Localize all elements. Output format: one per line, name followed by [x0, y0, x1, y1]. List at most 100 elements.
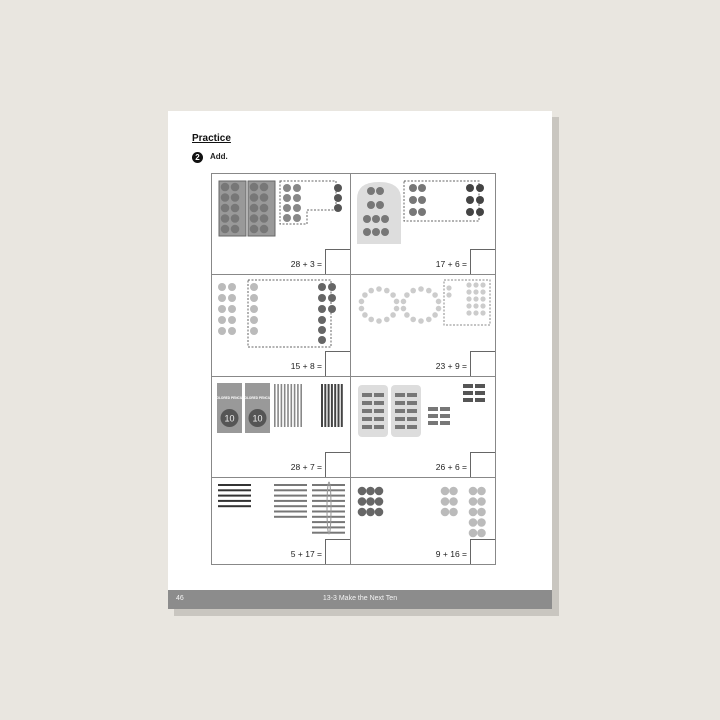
pencils-icon — [218, 481, 345, 535]
pencil-box-count: 10 — [224, 414, 234, 424]
pencil — [287, 384, 289, 427]
ball — [449, 486, 458, 496]
bead — [432, 292, 438, 298]
candy — [440, 414, 450, 418]
strawberry — [466, 184, 474, 192]
apple — [220, 193, 230, 202]
candy — [463, 384, 473, 388]
candy — [475, 384, 485, 388]
answer-box[interactable] — [325, 351, 350, 376]
strawberry — [367, 187, 375, 195]
apple — [230, 203, 240, 213]
badge — [220, 409, 239, 427]
section-heading: Practice — [192, 133, 231, 144]
apple — [283, 214, 291, 222]
cookie — [250, 283, 258, 291]
strawberry — [381, 215, 389, 223]
strawberry — [476, 208, 484, 216]
apple — [293, 204, 301, 212]
apples-icon — [218, 180, 342, 237]
bead — [480, 303, 486, 309]
strawberry — [476, 196, 484, 204]
apple — [259, 224, 269, 234]
apple — [230, 182, 240, 192]
pencil — [274, 384, 276, 427]
strawberry — [363, 228, 371, 236]
pencil — [274, 499, 307, 502]
apple — [283, 184, 291, 192]
bead — [480, 289, 486, 295]
strawberry — [418, 184, 426, 192]
answer-box[interactable] — [470, 539, 495, 564]
pencil — [312, 521, 345, 524]
apple — [249, 214, 259, 223]
strawberry — [367, 201, 375, 209]
candy — [374, 425, 384, 429]
ball — [477, 486, 486, 496]
strawberry — [372, 215, 380, 223]
ball — [440, 497, 450, 506]
answer-box[interactable] — [470, 249, 495, 274]
answer-box[interactable] — [470, 351, 495, 376]
bead — [376, 286, 382, 292]
bead — [466, 310, 472, 316]
candy — [374, 417, 384, 421]
workbook-page: Practice 2 Add. 28 + 3 = 17 + 6 = 15 + 8… — [168, 111, 552, 609]
rubber-band — [326, 481, 332, 535]
candy — [362, 409, 372, 413]
bead — [376, 318, 382, 324]
candy — [440, 407, 450, 411]
pencil — [324, 384, 327, 427]
bead — [410, 287, 416, 294]
ball — [357, 507, 367, 517]
bead — [404, 292, 410, 298]
ball — [357, 497, 367, 506]
apple — [220, 224, 230, 234]
candy — [362, 393, 372, 397]
pencil — [290, 384, 293, 427]
bead — [362, 312, 368, 318]
answer-box[interactable] — [325, 452, 350, 477]
apple — [249, 182, 259, 192]
bead — [435, 298, 442, 305]
cookie — [218, 283, 226, 291]
ball — [374, 497, 384, 506]
pencil — [321, 384, 323, 427]
apple — [220, 214, 230, 223]
jar — [391, 385, 421, 437]
strawberry — [363, 215, 371, 223]
ball — [468, 497, 478, 506]
answer-box[interactable] — [470, 452, 495, 477]
candy — [395, 425, 405, 429]
bead — [384, 316, 390, 323]
bead — [473, 296, 479, 302]
bead — [368, 316, 374, 323]
pencil — [274, 510, 307, 513]
cookie — [328, 283, 336, 291]
apple — [249, 224, 259, 234]
apple — [334, 184, 342, 192]
equation: 15 + 8 = — [290, 361, 322, 371]
ball — [449, 497, 458, 506]
strawberry — [376, 187, 384, 195]
answer-box[interactable] — [325, 539, 350, 564]
answer-box[interactable] — [325, 249, 350, 274]
ball — [374, 507, 384, 517]
cookie — [228, 294, 236, 302]
ball — [366, 507, 375, 517]
candy — [395, 393, 405, 397]
strawberry — [466, 208, 474, 216]
bead — [390, 312, 396, 318]
pencil-box-count: 10 — [252, 414, 262, 424]
pencil — [312, 494, 345, 497]
pencil — [297, 384, 299, 427]
equation: 5 + 17 = — [290, 549, 322, 559]
cookie — [218, 316, 226, 324]
bead — [426, 287, 432, 294]
equation: 28 + 3 = — [290, 259, 322, 269]
candy — [463, 391, 473, 395]
bead — [435, 305, 442, 312]
bead — [426, 316, 432, 323]
candy — [440, 421, 450, 425]
